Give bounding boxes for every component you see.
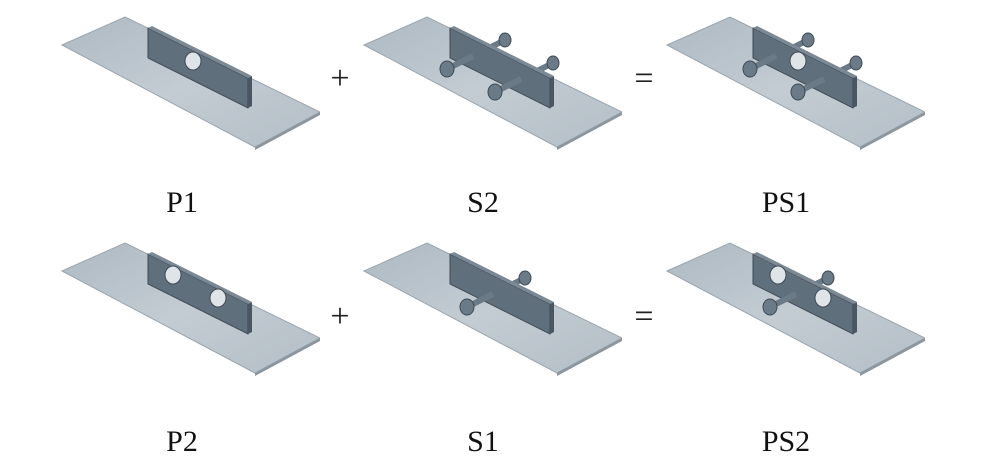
panel-s1: [342, 238, 624, 383]
label-p2: P2: [166, 425, 198, 458]
bolt-nut: [518, 270, 532, 286]
hole: [184, 51, 202, 71]
bolt-head: [487, 83, 503, 101]
label-ps1: PS1: [761, 186, 811, 219]
base-plate: [60, 16, 322, 148]
base-plate: [362, 16, 624, 148]
equals-sign: =: [634, 60, 654, 97]
equals-sign: =: [634, 298, 654, 335]
assembly-illustration: [665, 16, 927, 150]
plus-sign: +: [330, 298, 350, 335]
panel-s2: [342, 12, 624, 157]
bolt-nut: [546, 55, 560, 71]
label-s1: S1: [467, 425, 499, 458]
panel-ps1: [645, 12, 927, 157]
panel-p2: [40, 238, 322, 383]
bolt-head: [790, 83, 806, 101]
assembly-illustration: [60, 242, 322, 376]
label-p1: P1: [166, 186, 198, 219]
bolt-nut: [801, 32, 815, 48]
assembly-illustration: [665, 242, 927, 376]
plus-sign: +: [330, 60, 350, 97]
panel-p1: [40, 12, 322, 157]
hole: [164, 265, 182, 285]
bolt-head: [742, 60, 758, 78]
bolt-nut: [498, 32, 512, 48]
bolt-head: [439, 60, 455, 78]
assembly-illustration: [362, 16, 624, 150]
base-plate: [60, 242, 322, 374]
base-plate: [665, 242, 927, 374]
hole: [814, 288, 832, 308]
bolt-head: [762, 298, 778, 316]
base-plate: [665, 16, 927, 148]
label-ps2: PS2: [761, 425, 811, 458]
label-s2: S2: [467, 186, 499, 219]
bolt-nut: [821, 270, 835, 286]
hole: [789, 51, 807, 71]
hole: [769, 265, 787, 285]
bolt-head: [459, 298, 475, 316]
base-plate: [362, 242, 624, 374]
panel-ps2: [645, 238, 927, 383]
assembly-illustration: [60, 16, 322, 150]
assembly-illustration: [362, 242, 624, 376]
hole: [209, 288, 227, 308]
bolt-nut: [849, 55, 863, 71]
